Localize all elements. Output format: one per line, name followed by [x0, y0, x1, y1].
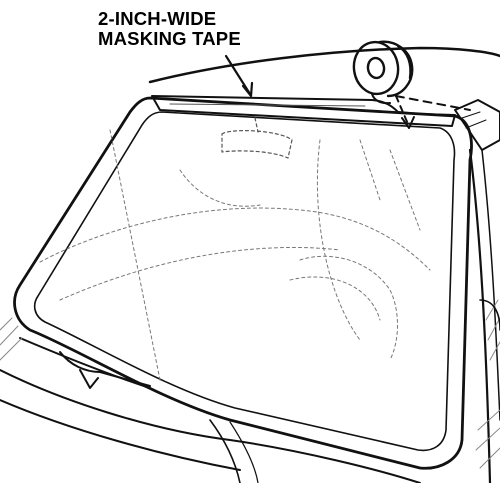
roof-outline [148, 46, 500, 84]
callout-line-1: 2-INCH-WIDE [98, 8, 217, 29]
tape-roll [352, 40, 414, 98]
callout-line-2: MASKING TAPE [98, 28, 241, 49]
interior-lines [39, 129, 431, 381]
tape-feed [371, 93, 391, 105]
pillar-tape-piece [454, 99, 500, 151]
masking-tape-callout: 2-INCH-WIDE MASKING TAPE [98, 9, 241, 49]
windshield-frame-outer [13, 96, 473, 470]
rearview-mirror [221, 117, 293, 159]
shading-hatch [0, 299, 500, 469]
direction-arrow-dashed-down [395, 95, 409, 125]
wiper-blade [19, 337, 151, 389]
windshield-glass-edge [33, 111, 456, 452]
direction-arrow-dashed [395, 95, 471, 111]
hood-lines [0, 369, 421, 483]
a-pillar [468, 148, 492, 483]
callout-arrow [224, 54, 252, 96]
